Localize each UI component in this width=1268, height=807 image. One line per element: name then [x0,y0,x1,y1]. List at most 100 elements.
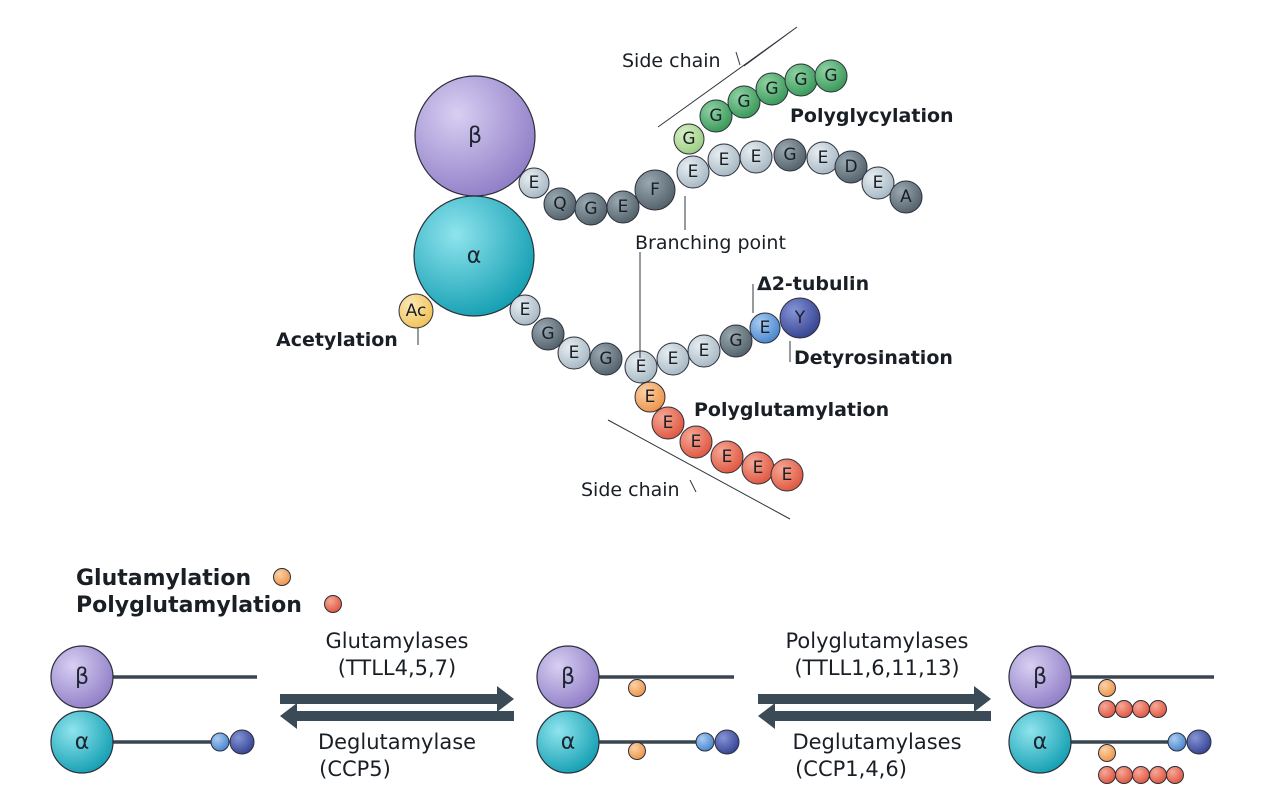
amino-acid-residue-letter: Q [553,194,566,214]
reverse-arrow-icon [280,703,514,729]
amino-acid-residue: G [531,317,565,351]
deglutamylase-label: Deglutamylase [318,730,476,754]
amino-acid-residue-letter: E [751,147,762,167]
amino-acid-residue-letter: E [688,162,699,182]
amino-acid-residue: E [509,294,541,326]
legend: Glutamylation Polyglutamylation [76,566,342,618]
amino-acid-residue: E [687,334,721,368]
glutamate-branch-icon [1098,679,1116,697]
beta-symbol: β [561,665,575,690]
amino-acid-residue: G [773,138,807,172]
amino-acid-residue-letter: E [636,357,647,377]
tyrosine-residue-icon [714,729,740,755]
acetyl-label: Ac [406,301,427,321]
glutamate-residue: E [770,458,804,492]
amino-acid-residue-letter: E [760,318,771,338]
deglutamylases-enzymes: (CCP1,4,6) [795,757,907,781]
amino-acid-residue-letter: G [541,324,554,344]
amino-acid-residue-letter: E [668,349,679,369]
amino-acid-residue: E [707,143,741,177]
amino-acid-residue-letter: F [650,180,660,200]
polyglycylation-label: Polyglycylation [790,105,954,127]
amino-acid-residue: E [518,167,550,199]
amino-acid-residue: A [889,180,923,214]
amino-acid-residue: E [806,141,840,175]
reverse-arrow-icon [758,703,991,729]
amino-acid-residue-letter: E [719,150,730,170]
glutamate-residue: E [634,381,666,413]
amino-acid-residue-letter: E [873,173,884,193]
branching-point-label: Branching point [635,232,786,254]
amino-acid-residue: E [739,140,773,174]
amino-acid-residue: Y [779,297,821,339]
amino-acid-residue-letter: E [520,300,531,320]
detyrosination-label: Detyrosination [794,347,953,369]
tyrosine-residue-icon [1186,729,1212,755]
dimer-polyglutamylated: β α [1008,645,1214,784]
glycine-residue: G [755,72,789,106]
glutamylation-swatch [273,568,291,586]
glycine-residue-letter: G [824,66,837,86]
forward-arrow-icon [758,686,991,712]
amino-acid-residue: E [749,312,781,344]
side-chain-top-label: Side chain [622,50,721,72]
glutamate-residue-letter: E [753,458,764,478]
glutamate-residue-icon [210,732,230,752]
amino-acid-residue-letter: G [783,145,796,165]
glutamate-residue-letter: E [663,413,674,433]
glutamylases-label: Glutamylases [326,629,469,653]
amino-acid-residue: G [574,192,608,226]
amino-acid-residue: E [606,190,640,224]
forward-arrow-icon [280,686,514,712]
glycine-residue-letter: G [737,92,750,112]
beta-symbol: β [468,124,482,149]
glutamate-residue: E [679,425,713,459]
legend-polyglutamylation: Polyglutamylation [76,593,302,618]
glycine-residue: G [784,63,818,97]
glutamate-residue-icon [695,732,715,752]
glutamate-residue: E [710,440,744,474]
amino-acid-residue-letter: E [618,197,629,217]
glycine-residue: G [699,99,733,133]
glycine-residue: G [727,85,761,119]
glutamate-residue-letter: E [645,387,656,407]
alpha-symbol: α [1033,730,1048,755]
amino-acid-residue-letter: E [699,341,710,361]
deglutamylases-label: Deglutamylases [792,730,961,754]
amino-acid-residue-letter: A [900,187,912,207]
amino-acid-residue: Q [543,187,577,221]
beta-tubulin: β [414,75,536,197]
side-chain-bottom-label: Side chain [581,479,680,501]
alpha-tubulin: α [413,195,535,317]
glycine-residue-letter: G [709,106,722,126]
reaction-2: Polyglutamylases (TTLL1,6,11,13) Degluta… [758,629,991,781]
glycine-residue-letter: G [682,129,695,149]
alpha-symbol: α [75,730,90,755]
amino-acid-residue-letter: E [818,148,829,168]
alpha-symbol: α [467,244,482,269]
deglutamylase-enzymes: (CCP5) [319,757,391,781]
amino-acid-residue: F [634,169,676,211]
amino-acid-residue-letter: E [569,343,580,363]
beta-symbol: β [75,665,89,690]
glutamate-branch-icon [628,742,646,760]
amino-acid-residue-letter: G [729,331,742,351]
glutamate-residue: E [741,451,775,485]
amino-acid-residue: E [861,166,895,200]
polyglutamylation-label: Polyglutamylation [694,399,889,421]
glutamate-residue-letter: E [691,432,702,452]
amino-acid-residue: E [557,336,591,370]
polyglutamylation-swatch [324,595,342,613]
reaction-1: Glutamylases (TTLL4,5,7) Deglutamylase (… [280,629,514,781]
amino-acid-residue-letter: G [599,349,612,369]
glycine-residue-letter: G [765,79,778,99]
glutamylases-enzymes: (TTLL4,5,7) [338,656,457,680]
polyglutamylases-label: Polyglutamylases [786,629,969,653]
acetyl-group: Ac [398,293,434,329]
amino-acid-residue: E [656,342,690,376]
amino-acid-residue: E [624,350,658,384]
glutamate-residue: E [651,406,685,440]
